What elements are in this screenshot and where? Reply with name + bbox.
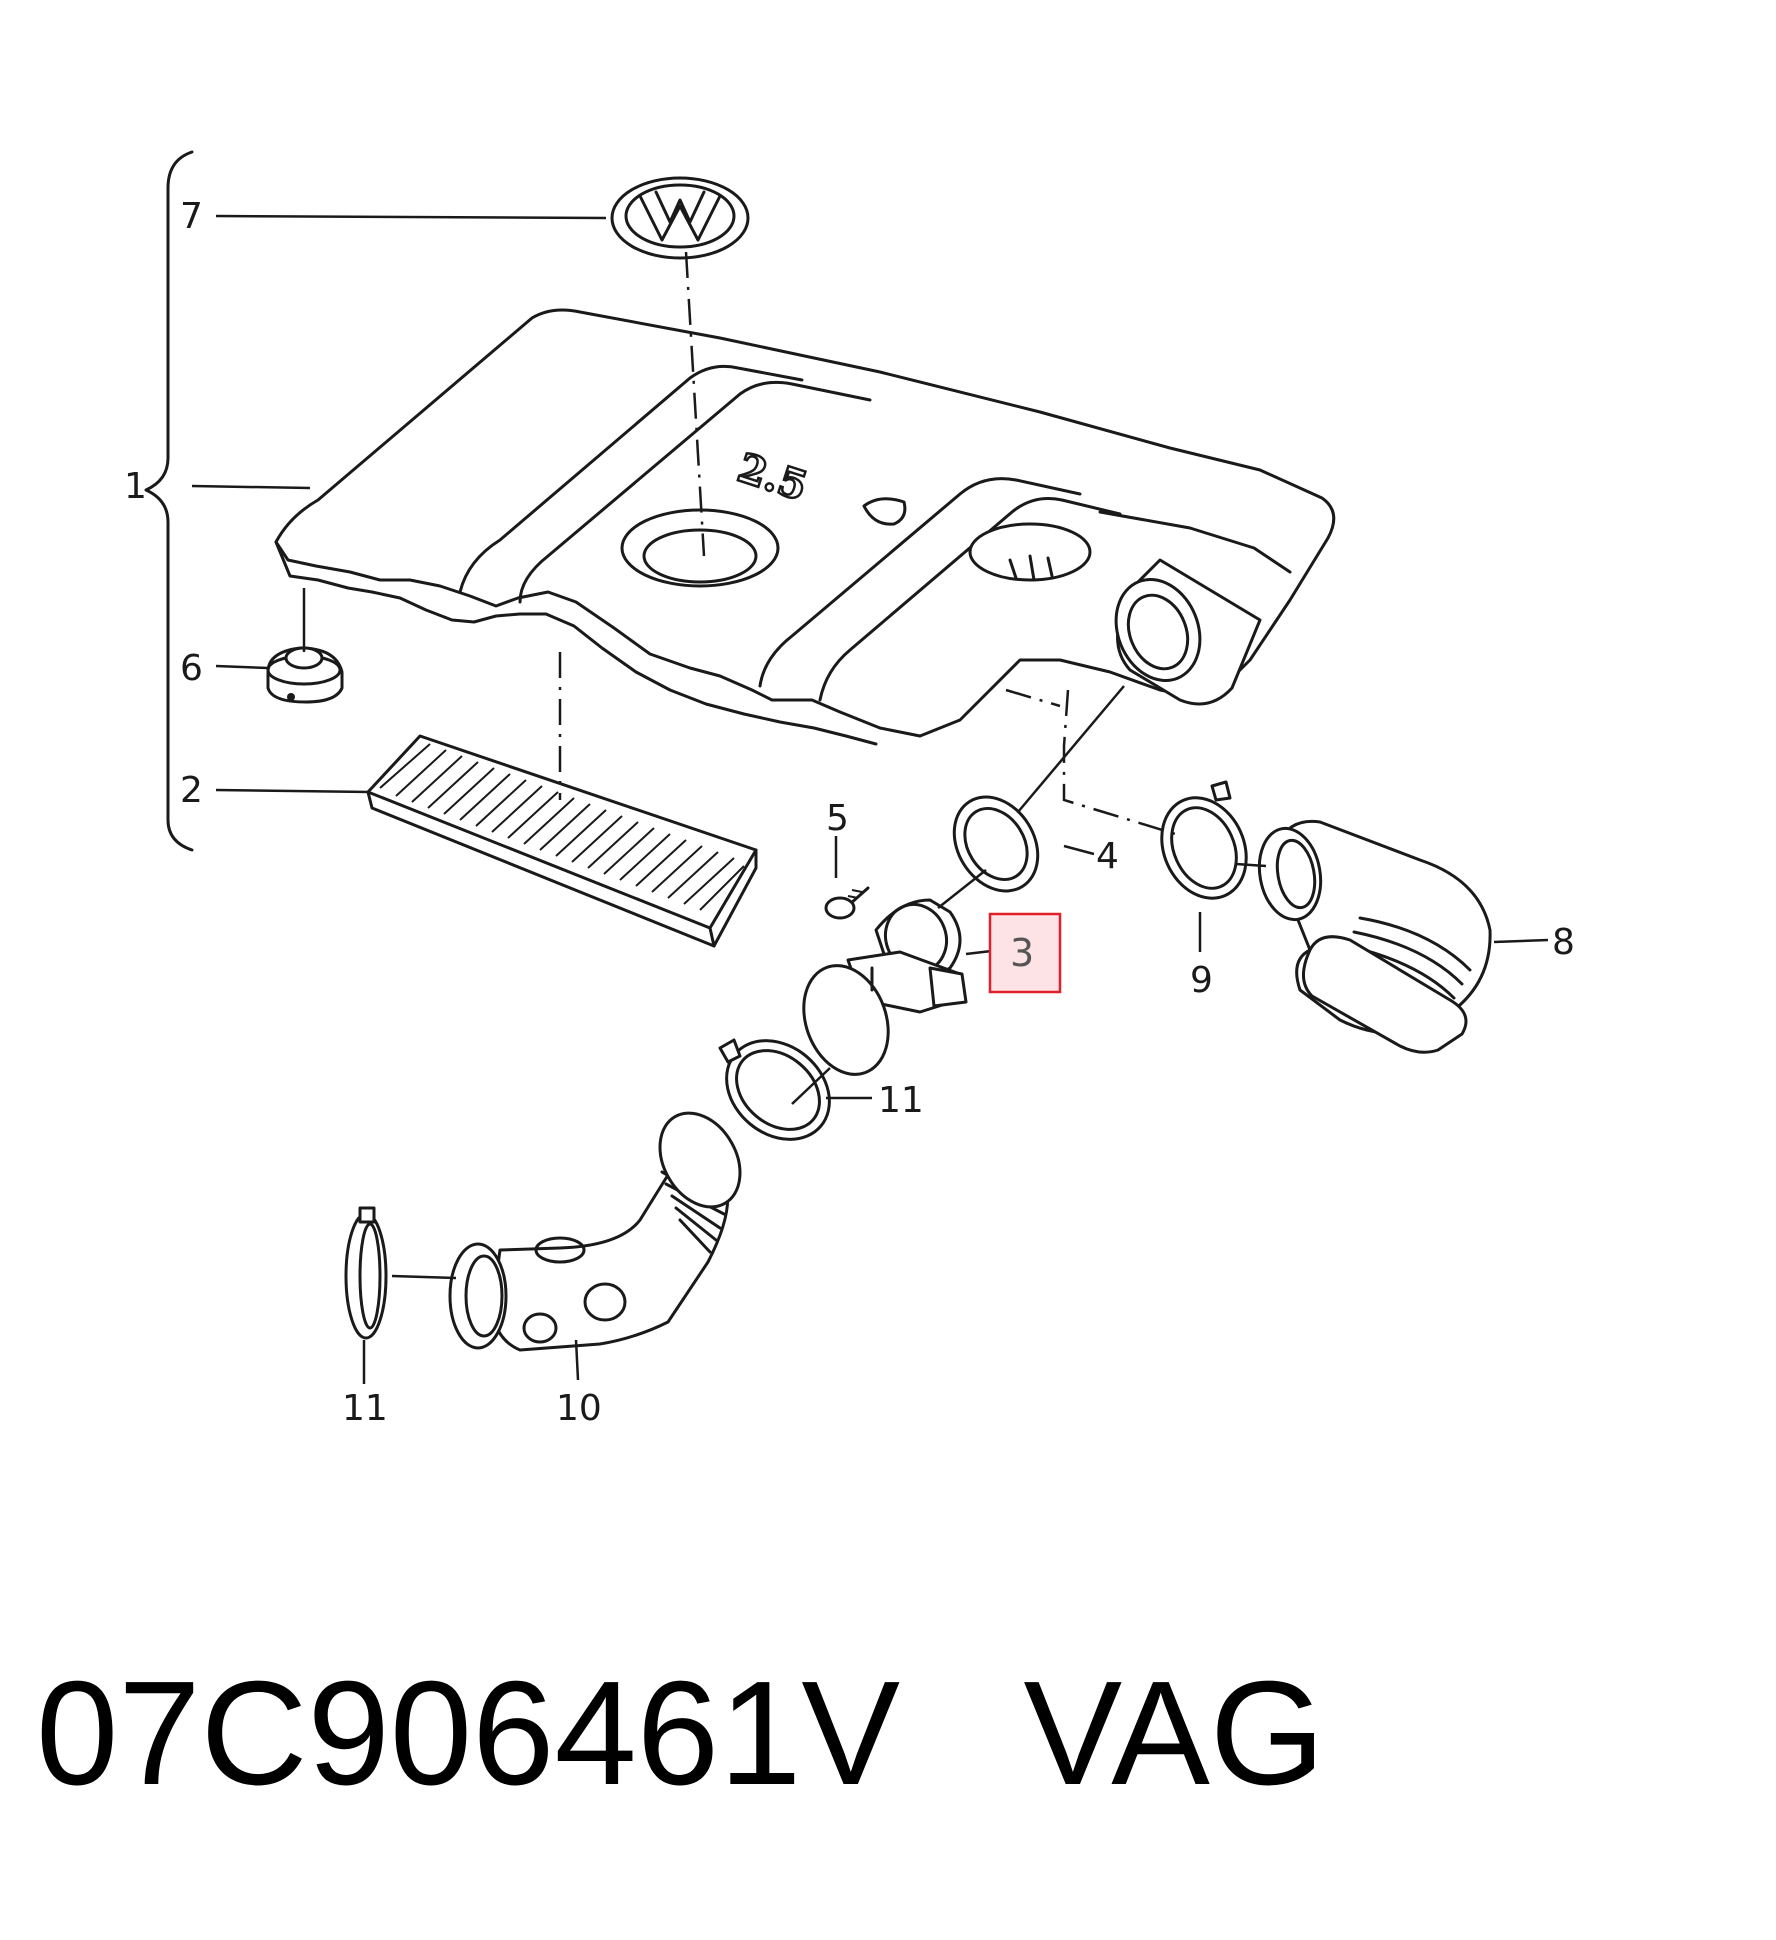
intake-duct bbox=[1257, 819, 1492, 1054]
rubber-mount bbox=[266, 646, 344, 704]
callout-4: 4 bbox=[1096, 836, 1119, 877]
part-number: 07C906461V bbox=[36, 1651, 901, 1816]
callout-1: 1 bbox=[124, 466, 147, 507]
hose-clamp-upper bbox=[718, 1038, 831, 1141]
highlight-box bbox=[988, 912, 1062, 994]
hose-clamp-right bbox=[1160, 780, 1248, 900]
air-filter bbox=[366, 734, 758, 948]
mass-air-flow-sensor bbox=[802, 898, 968, 1076]
part-caption: 07C906461V VAG bbox=[36, 1660, 1325, 1808]
highlighted-callout: 3 bbox=[988, 912, 1062, 994]
callout-3: 3 bbox=[1010, 931, 1034, 975]
callout-2: 2 bbox=[180, 770, 203, 811]
assembly-guides bbox=[302, 251, 1267, 1105]
vw-emblem bbox=[610, 176, 750, 260]
callout-11-lower: 11 bbox=[342, 1388, 388, 1429]
hose-clamp-lower bbox=[344, 1206, 388, 1340]
callout-11-upper: 11 bbox=[878, 1080, 924, 1121]
brand-name: VAG bbox=[1023, 1651, 1326, 1816]
o-ring bbox=[952, 795, 1040, 893]
callout-9: 9 bbox=[1190, 960, 1213, 1001]
callout-10: 10 bbox=[556, 1388, 602, 1429]
group-bracket bbox=[144, 150, 194, 852]
callout-5: 5 bbox=[826, 798, 849, 839]
callout-labels: 7 1 6 2 5 4 9 8 11 11 10 bbox=[124, 196, 1575, 1429]
intake-hose bbox=[448, 1111, 742, 1352]
screw bbox=[824, 886, 870, 920]
callout-7: 7 bbox=[180, 196, 203, 237]
callout-leaders bbox=[191, 214, 1549, 1384]
engine-cover: 2.5 bbox=[274, 308, 1336, 746]
callout-8: 8 bbox=[1552, 922, 1575, 963]
callout-6: 6 bbox=[180, 648, 203, 689]
